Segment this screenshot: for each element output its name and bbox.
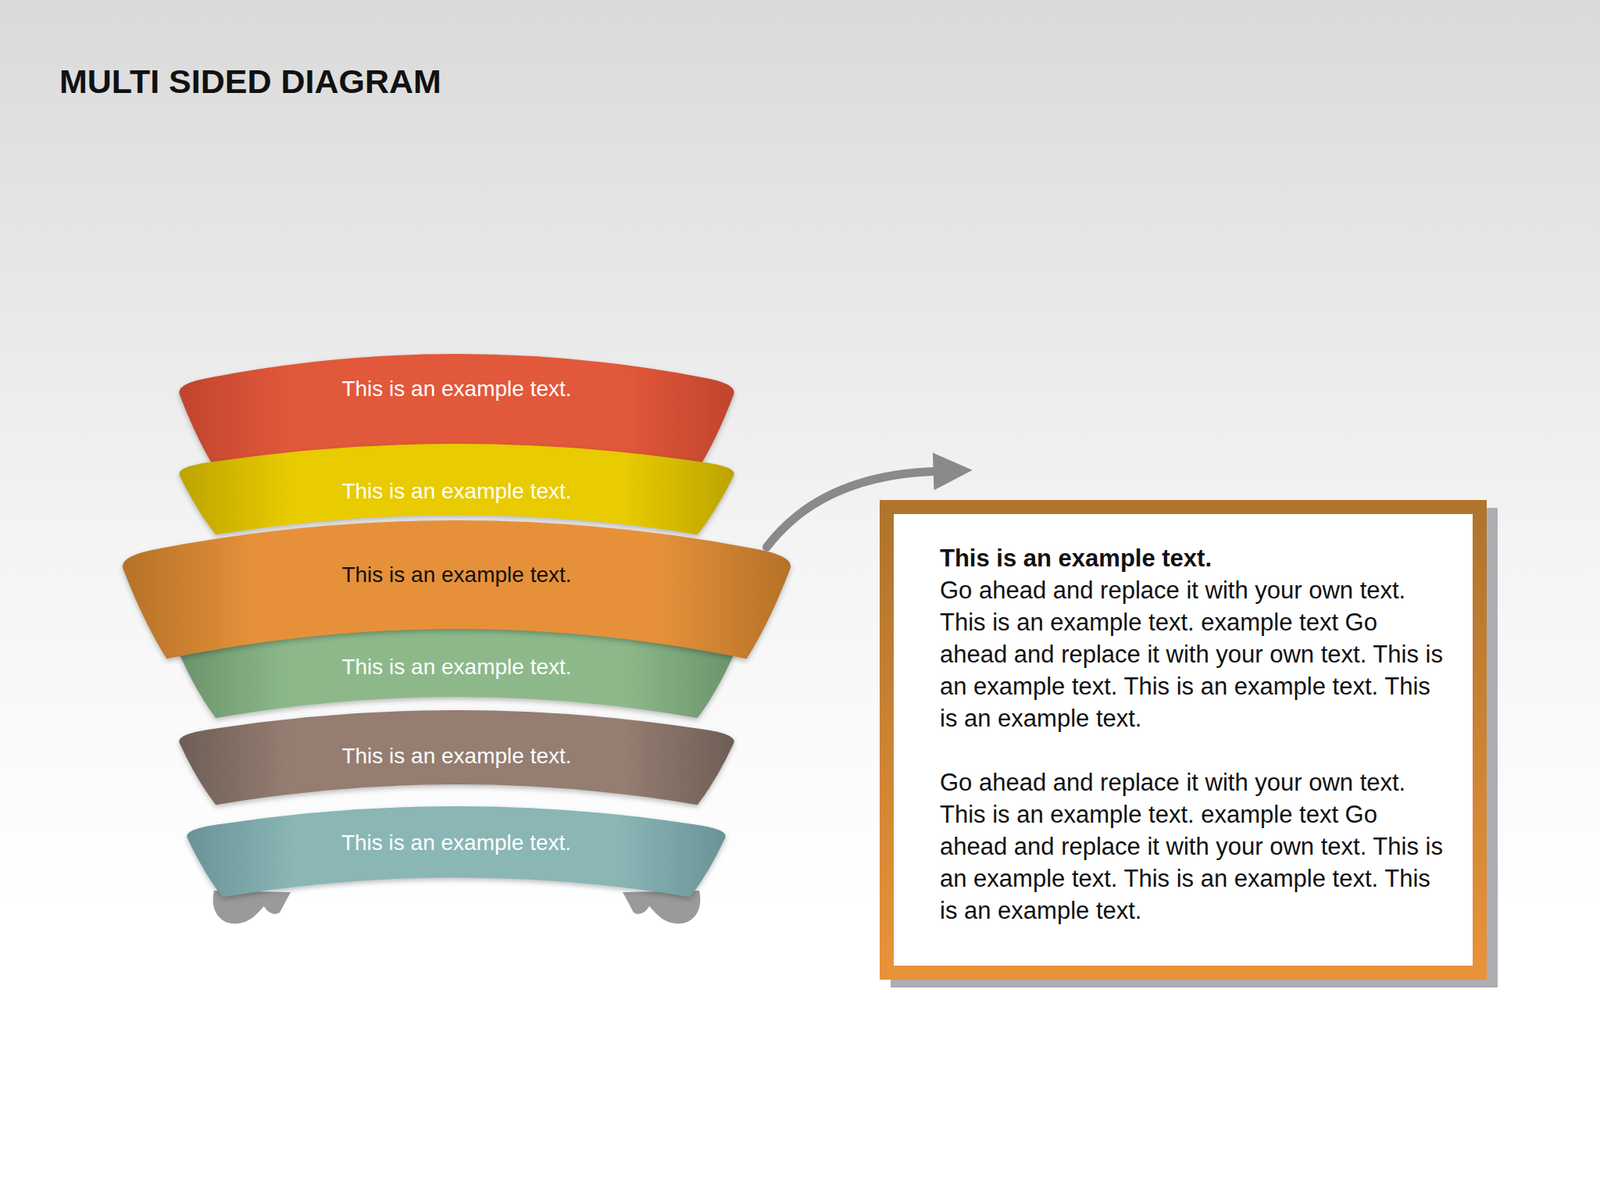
ribbon-band: This is an example text. — [176, 710, 737, 807]
diagram-title: MULTI SIDED DIAGRAM — [59, 62, 442, 101]
panel-heading: This is an example text. — [939, 542, 1445, 575]
band-shape — [119, 520, 794, 661]
band-label: This is an example text. — [176, 741, 737, 772]
band-label: This is an example text. — [119, 560, 794, 590]
ribbon-band: This is an example text. — [119, 520, 794, 661]
band-label: This is an example text. — [184, 828, 729, 858]
band-label: This is an example text. — [176, 476, 737, 507]
panel-paragraph: Go ahead and replace it with your own te… — [939, 574, 1445, 735]
ribbon-band: This is an example text. — [184, 806, 729, 899]
band-label: This is an example text. — [176, 652, 737, 683]
arrow-head — [932, 452, 973, 490]
band-label: This is an example text. — [176, 374, 737, 404]
text-panel: This is an example text.Go ahead and rep… — [879, 500, 1487, 980]
panel-paragraph: Go ahead and replace it with your own te… — [939, 766, 1445, 927]
